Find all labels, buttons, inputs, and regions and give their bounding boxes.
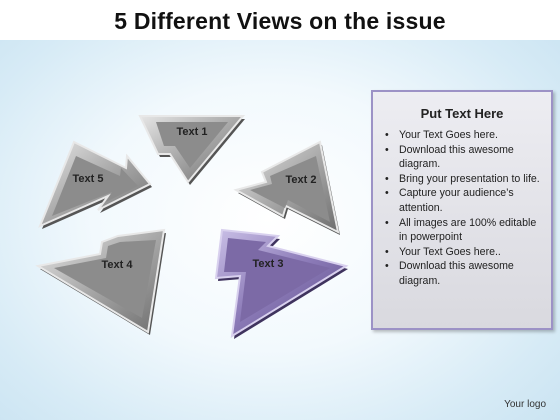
bullet-item: Download this awesome diagram. [383, 143, 543, 172]
arrow-text-4: Text 4 [35, 228, 166, 335]
arrow-text-3: Text 3 [214, 228, 349, 339]
arrow-label-3: Text 3 [253, 258, 284, 270]
bullet-item: Bring your presentation to life. [383, 172, 543, 187]
title-bar [0, 0, 560, 40]
arrow-text-2: Text 2 [233, 140, 340, 235]
bullet-item: Capture your audience’s attention. [383, 186, 543, 215]
arrow-label-4: Text 4 [102, 259, 134, 271]
arrow-text-5: Text 5 [38, 140, 152, 229]
bullet-item: Your Text Goes here.. [383, 245, 543, 260]
arrow-label-1: Text 1 [177, 126, 208, 138]
logo-text: Your logo [504, 399, 546, 410]
text-panel: Put Text Here Your Text Goes here. Downl… [371, 90, 553, 330]
arrow-label-5: Text 5 [73, 173, 104, 185]
arrow-label-2: Text 2 [286, 174, 317, 186]
bullet-item: Download this awesome diagram. [383, 259, 543, 288]
bullet-item: All images are 100% editable in powerpoi… [383, 216, 543, 245]
page-title: 5 Different Views on the issue [114, 8, 446, 34]
panel-heading: Put Text Here [420, 106, 504, 121]
arrow-text-1: Text 1 [138, 115, 246, 185]
bullet-list: Your Text Goes here. Download this aweso… [383, 128, 543, 289]
bullet-item: Your Text Goes here. [383, 128, 543, 143]
